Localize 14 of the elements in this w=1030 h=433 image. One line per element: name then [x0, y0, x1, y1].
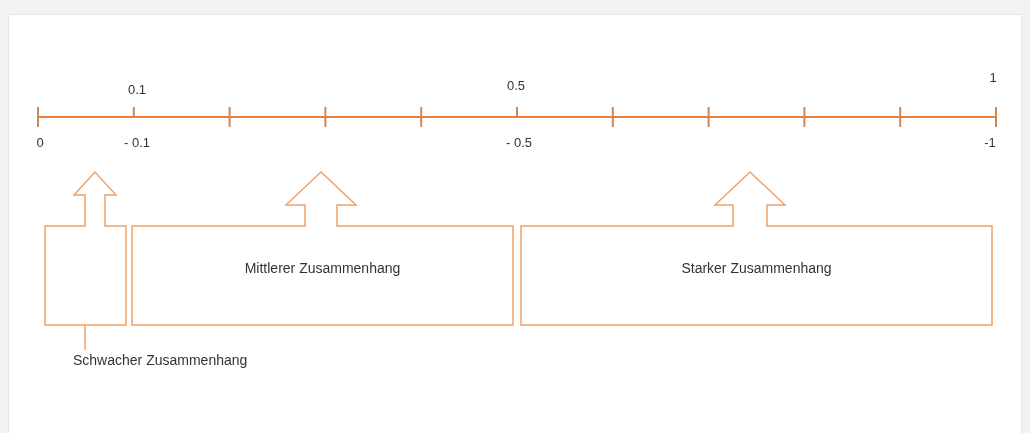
tick-label: 0.1 [127, 82, 147, 97]
callout-label: Starker Zusammenhang [680, 260, 833, 276]
tick-label: - 0.5 [506, 135, 532, 150]
callout-label: Mittlerer Zusammenhang [243, 260, 402, 276]
tick-label: - 0.1 [124, 135, 150, 150]
callout-shape [521, 172, 992, 325]
leader-line [84, 324, 86, 351]
tick-label: -1 [984, 135, 996, 150]
callout-shape [132, 172, 513, 325]
callout-label: Schwacher Zusammenhang [73, 352, 248, 368]
tick-label: 1 [989, 70, 997, 85]
tick-label: 0.5 [506, 78, 526, 93]
tick-label: 0 [36, 135, 44, 150]
callout-shape [45, 172, 126, 325]
